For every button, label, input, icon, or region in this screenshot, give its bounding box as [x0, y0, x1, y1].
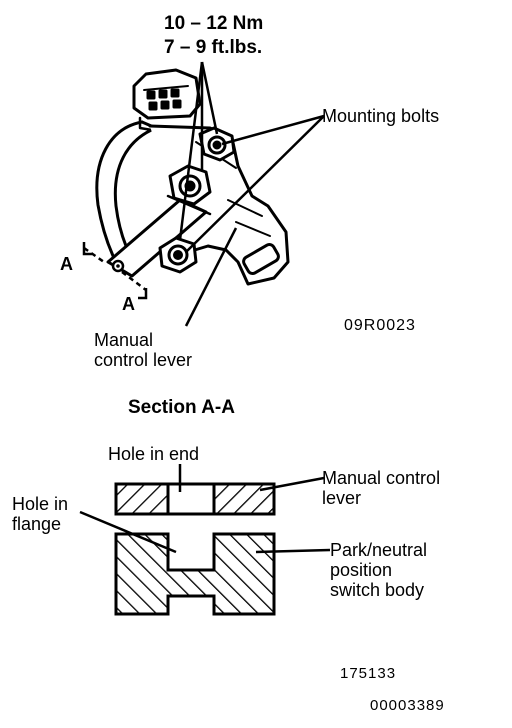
manual-control-lever-label: Manual control lever [94, 330, 192, 370]
curved-arm [95, 120, 144, 260]
section-mark-a-bottom: A [122, 294, 135, 314]
hole-in-flange-label: Hole in flange [12, 494, 68, 534]
reference-number: 175133 [340, 665, 397, 682]
lever-cross-section [114, 482, 276, 516]
manual-control-lever-section-label-line2: lever [322, 488, 362, 508]
switch-body-cross-section [114, 532, 276, 616]
torque-imperial: 7 – 9 ft.lbs. [164, 37, 263, 58]
manual-control-lever-section-label: Manual control lever [322, 468, 440, 508]
section-leaders [79, 464, 331, 554]
manual-control-lever-label-line1: Manual [94, 330, 154, 350]
upper-mounting-bolt [198, 126, 236, 162]
torque-metric: 10 – 12 Nm [164, 13, 264, 34]
hole-in-flange-label-line2: flange [12, 514, 62, 534]
mounting-bolts-leaders [185, 114, 325, 253]
manual-control-lever-section-label-line1: Manual control [322, 468, 441, 488]
pn-switch-body-label: Park/neutral position switch body [330, 540, 427, 600]
document-number: 00003389 [370, 697, 445, 714]
hole-in-end-label: Hole in end [108, 444, 200, 464]
section-mark-a-left: A [60, 254, 73, 274]
hole-in-flange-label-line1: Hole in [12, 494, 69, 514]
electrical-connector [132, 68, 202, 132]
center-shaft-nut [168, 164, 212, 206]
torque-leaders [178, 61, 219, 241]
figure-code: 09R0023 [344, 317, 416, 334]
mounting-bolts-label: Mounting bolts [322, 106, 440, 126]
pn-switch-body-label-line3: switch body [330, 580, 425, 600]
pn-switch-body-label-line2: position [330, 560, 393, 580]
pn-switch-body-label-line1: Park/neutral [330, 540, 428, 560]
section-title: Section A-A [128, 397, 235, 418]
lower-mounting-bolt [158, 236, 198, 274]
manual-control-lever-label-line2: control lever [94, 350, 193, 370]
section-cut-marks [82, 242, 148, 300]
section-a-a-drawing [114, 482, 276, 616]
switch-assembly-drawing [95, 68, 290, 286]
manual-lever-leader [184, 227, 238, 327]
